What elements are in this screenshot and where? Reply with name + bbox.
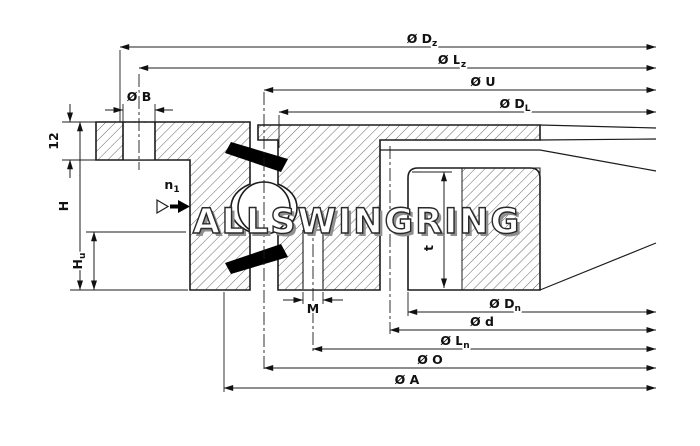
n1-callout: [156, 198, 190, 215]
lower-seal: [225, 244, 288, 274]
watermark: ALLSWINGRING ALLSWINGRING: [192, 201, 525, 245]
dim-label-u: Ø U: [470, 74, 495, 89]
dim-label-dz: Ø Dz: [407, 31, 438, 49]
dim-label-d: Ø d: [470, 314, 494, 329]
dim-label-12: 12: [46, 132, 61, 149]
dim-label-n1: n1: [164, 177, 179, 195]
section-geometry: [95, 121, 541, 291]
gear-rim-hatched: [461, 167, 541, 291]
dim-label-m: M: [307, 301, 319, 316]
dimension-labels: Ø Dz Ø Lz Ø U Ø DL Ø B 12 H Hu n1 M t Ø …: [44, 29, 532, 389]
dim-label-dn: Ø Dn: [489, 296, 521, 314]
dim-label-ln: Ø Ln: [440, 333, 469, 351]
watermark-shadow: ALLSWINGRING: [196, 205, 525, 245]
dimension-lines: [67, 44, 656, 391]
seals: [225, 142, 288, 274]
surface-triangle-icon: [156, 198, 170, 215]
outer-ring-section: [257, 124, 541, 291]
dim-label-dl: Ø DL: [499, 96, 530, 114]
upper-seal: [225, 142, 288, 172]
continuation-lines: [380, 124, 657, 291]
dim-label-o: Ø O: [417, 352, 443, 367]
dim-label-h: H: [56, 201, 71, 211]
watermark-text: ALLSWINGRING: [193, 202, 522, 242]
dim-label-t: t: [421, 245, 436, 251]
dim-label-hu: Hu: [70, 253, 88, 270]
dim-label-lz: Ø Lz: [438, 52, 466, 70]
dim-label-a: Ø A: [395, 372, 420, 387]
centerlines: [138, 74, 391, 372]
dim-label-b: Ø B: [127, 89, 152, 104]
thick-arrow-icon: [178, 200, 190, 213]
